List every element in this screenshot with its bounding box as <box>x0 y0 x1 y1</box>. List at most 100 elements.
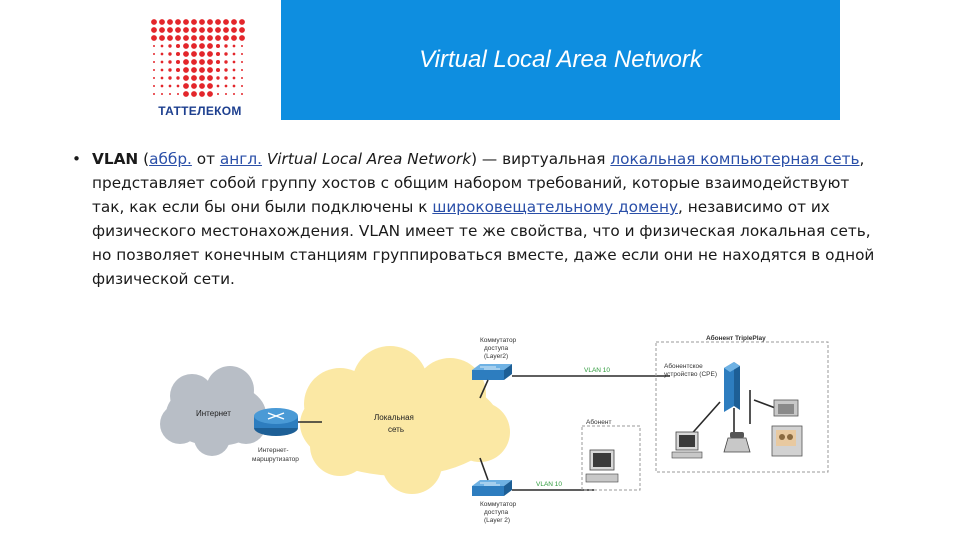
switch-bottom-label-3: (Layer 2) <box>484 517 510 524</box>
cpe-label-2: устройство (CPE) <box>664 370 717 378</box>
logo-dot <box>160 84 164 88</box>
link-lan[interactable]: локальная компьютерная сеть <box>610 150 860 168</box>
logo-dot <box>232 60 236 64</box>
vlan-bottom-label: VLAN 10 <box>536 481 562 488</box>
switch-top-label-3: (Layer2) <box>484 353 508 360</box>
logo-dot <box>151 27 157 33</box>
logo-dot <box>215 19 221 25</box>
network-diagram: Интернет Локальная сеть Интернет- маршру… <box>160 334 829 524</box>
english-term: Virtual Local Area Network <box>266 150 472 168</box>
logo-dot <box>199 51 205 57</box>
switch-bottom-label-2: доступа <box>484 509 508 516</box>
logo-dot <box>183 19 189 25</box>
logo-dot <box>215 43 221 49</box>
logo-dot <box>199 19 205 25</box>
logo-dot <box>224 84 228 88</box>
internet-label: Интернет <box>196 409 231 418</box>
logo-dot <box>175 67 181 73</box>
logo-dot <box>224 52 228 56</box>
switch-top-label-1: Коммутатор <box>480 337 517 344</box>
logo-dot <box>183 51 189 57</box>
logo-dot <box>168 76 172 80</box>
logo-dot <box>168 44 172 48</box>
logo-dot <box>215 51 221 57</box>
logo-dot <box>232 52 236 56</box>
text-part: от <box>191 150 220 168</box>
link-broadcast-domain[interactable]: широковещательному домену <box>432 198 679 216</box>
logo-dot <box>207 91 213 97</box>
logo-dot <box>153 45 155 47</box>
link-abbr[interactable]: аббр. <box>149 150 192 168</box>
logo-dot <box>168 52 172 56</box>
logo-dot <box>216 76 220 80</box>
logo-dot <box>223 35 229 41</box>
logo-dot <box>153 53 155 55</box>
logo-dot <box>183 67 189 73</box>
logo-dot <box>175 35 181 41</box>
phone-icon <box>723 432 751 453</box>
logo-dot <box>153 93 155 95</box>
bullet: • <box>72 150 82 168</box>
router-label-2: маршрутизатор <box>252 456 299 463</box>
logo-dot <box>231 19 237 25</box>
logo-dot <box>223 19 229 25</box>
definition-paragraph: VLAN (аббр. от англ. Virtual Local Area … <box>92 147 882 291</box>
logo-dot <box>151 19 157 25</box>
switch-bottom-label-1: Коммутатор <box>480 501 517 508</box>
logo-dot <box>183 27 189 33</box>
logo-dot <box>199 91 205 97</box>
text-part: , независимо от их физического местонахо… <box>92 198 875 288</box>
logo-dot <box>191 27 197 33</box>
link-english[interactable]: англ. <box>219 150 262 168</box>
vlan-top-label: VLAN 10 <box>584 367 610 374</box>
logo-dot <box>168 68 172 72</box>
pc-icon-triple-play <box>671 431 703 459</box>
logo-dot <box>241 93 243 95</box>
logo-dot <box>241 53 243 55</box>
logo-dot <box>153 69 155 71</box>
switch-top-icon <box>472 364 512 380</box>
logo-dot <box>225 93 227 95</box>
logo-dot <box>191 91 197 97</box>
logo-dot <box>207 67 213 73</box>
logo-dot <box>183 91 189 97</box>
logo-dot <box>183 59 189 65</box>
logo-dot <box>199 67 205 73</box>
text-part: , представляет собой группу хостов с общ… <box>92 150 865 216</box>
logo-dot <box>168 84 172 88</box>
text-part: ) — виртуальная <box>471 150 611 168</box>
logo-dot <box>183 83 189 89</box>
triple-play-box <box>655 341 829 473</box>
logo-dot <box>215 67 221 73</box>
logo-dot <box>191 51 197 57</box>
logo-dot <box>224 76 228 80</box>
logo-dot <box>175 51 181 57</box>
logo-dot <box>241 45 243 47</box>
logo-dot <box>183 75 189 81</box>
video-phone-icon <box>771 425 803 457</box>
logo-dot <box>207 27 213 33</box>
logo-dot <box>207 59 213 65</box>
logo-dot <box>175 27 181 33</box>
logo-dot <box>167 27 173 33</box>
logo-dot <box>231 27 237 33</box>
logo-dot <box>223 27 229 33</box>
logo-dot <box>167 19 173 25</box>
local-network-label-1: Локальная <box>374 413 414 422</box>
local-network-cloud <box>300 346 510 494</box>
logo-dot <box>207 19 213 25</box>
logo-dot <box>231 35 237 41</box>
logo-dot <box>176 76 180 80</box>
cpe-label-1: Абонентское <box>664 362 703 370</box>
pc-icon-subscriber <box>585 449 619 483</box>
logo-dot <box>176 84 180 88</box>
logo-dot <box>199 75 205 81</box>
logo-dot <box>232 44 236 48</box>
logo-dot <box>241 69 243 71</box>
internet-cloud <box>160 366 266 456</box>
logo-dot <box>191 83 197 89</box>
switch-bottom-icon <box>472 480 512 496</box>
logo-dot <box>233 93 235 95</box>
logo-dot <box>215 59 221 65</box>
router-icon <box>254 408 298 436</box>
